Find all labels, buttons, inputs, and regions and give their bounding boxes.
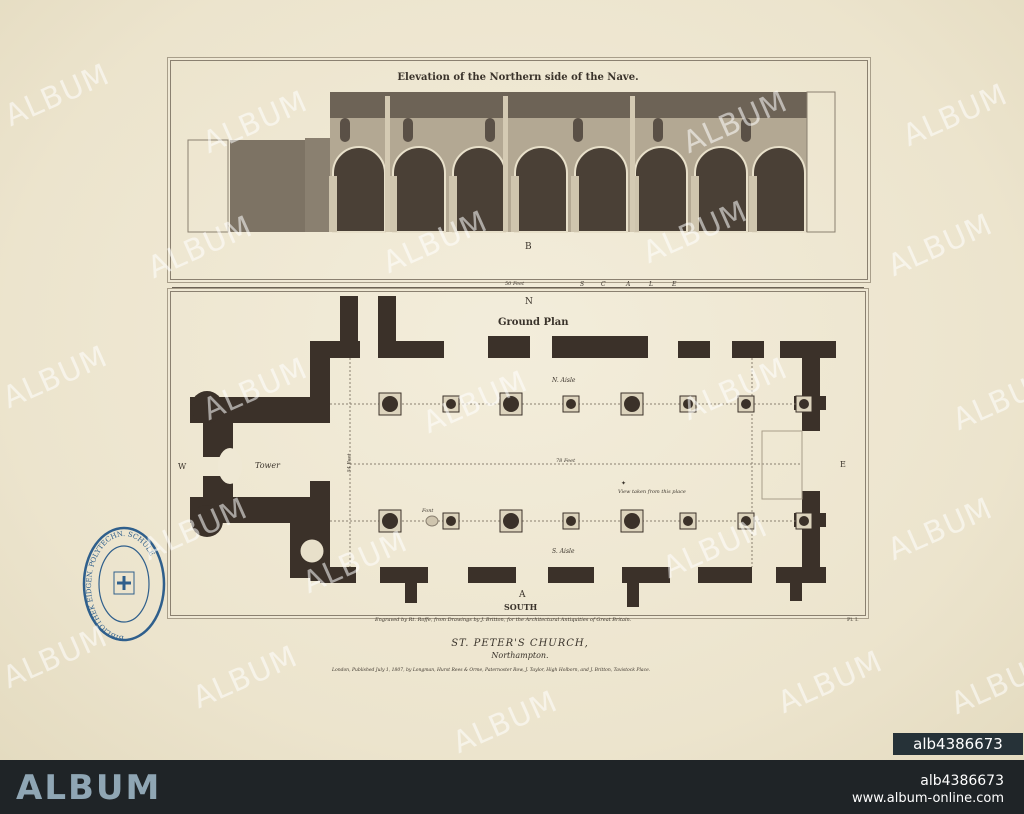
n-aisle-label: N. Aisle (552, 377, 576, 384)
elevation-label-b: B (525, 242, 532, 252)
elevation-title: Elevation of the Northern side of the Na… (397, 72, 639, 83)
plan-frame (170, 291, 866, 616)
plan-title: Ground Plan (498, 317, 569, 328)
elevation-frame (170, 60, 868, 280)
arch (752, 146, 806, 233)
scale-letter: A (626, 281, 631, 288)
view-point-note: View taken from this place (618, 489, 686, 495)
clerestory-window (485, 118, 495, 142)
pilaster (630, 96, 635, 232)
column (449, 176, 457, 232)
clerestory-window (340, 118, 350, 142)
pier-core (799, 516, 809, 526)
width-dimension: 54 Feet (346, 453, 353, 473)
print-subtitle: Northampton. (491, 651, 549, 660)
pier-core (741, 516, 751, 526)
arch (332, 146, 386, 233)
scale-letter: L (649, 281, 653, 288)
footer-url[interactable]: www.album-online.com (851, 791, 1004, 806)
pier-core (446, 516, 456, 526)
arch (392, 146, 446, 233)
pier-core (566, 516, 576, 526)
pier-core (624, 513, 640, 529)
scale-bar (172, 287, 864, 288)
pier-core (741, 399, 751, 409)
column (329, 176, 337, 232)
column (511, 176, 519, 232)
pier-core (683, 516, 693, 526)
print-title: ST. PETER'S CHURCH, (451, 638, 589, 649)
scale-letter: C (601, 281, 606, 288)
east-label: E (840, 460, 846, 469)
album-logo[interactable]: ALBUM (16, 768, 162, 808)
plan-south: SOUTH (504, 602, 538, 612)
pilaster (503, 96, 508, 232)
clerestory-window (741, 118, 751, 142)
column (571, 176, 579, 232)
arch (634, 146, 688, 233)
scale-feet: 50 Feet (505, 281, 525, 287)
tower-label: Tower (255, 461, 280, 470)
library-stamp: BIBLIOTHEK EIDGEN. POLYTECHN. SCHULE (82, 526, 166, 642)
view-point-marker: ✦ (621, 480, 627, 487)
ground-plan-drawing (190, 296, 836, 607)
arch (452, 146, 506, 233)
column (389, 176, 397, 232)
pier-core (382, 513, 398, 529)
font-label: Font (422, 508, 434, 514)
pier-core (799, 399, 809, 409)
pier-core (503, 513, 519, 529)
font-basin (425, 515, 439, 527)
image-id-badge: alb4386673 (893, 733, 1023, 755)
plan-label-a: A (519, 590, 526, 600)
plate-number: Pl. I. (847, 617, 859, 623)
pilaster (385, 96, 390, 232)
arch (694, 146, 748, 233)
arch (514, 146, 568, 233)
pier-core (503, 396, 519, 412)
clerestory-window (403, 118, 413, 142)
clerestory-window (653, 118, 663, 142)
publication-line: London, Published July 1, 1807, by Longm… (332, 668, 651, 673)
column (691, 176, 699, 232)
footer-image-id: alb4386673 (920, 773, 1004, 789)
length-dimension: 78 Feet (556, 458, 576, 464)
scale-letter: E (672, 281, 677, 288)
footer-bar: ALBUM alb4386673 www.album-online.com (0, 760, 1024, 814)
scale-letter: S (580, 281, 585, 288)
pier-core (446, 399, 456, 409)
pier-core (382, 396, 398, 412)
arch (574, 146, 628, 233)
s-aisle-label: S. Aisle (552, 548, 575, 555)
plan-north: N (525, 297, 533, 307)
clerestory-window (573, 118, 583, 142)
pier-core (624, 396, 640, 412)
pier-core (566, 399, 576, 409)
west-label: W (178, 462, 187, 471)
column (749, 176, 757, 232)
elevation-drawing (187, 91, 836, 233)
pier-core (683, 399, 693, 409)
engraver-credit: Engraved by Rt. Roffe, from Drawings by … (375, 617, 632, 623)
